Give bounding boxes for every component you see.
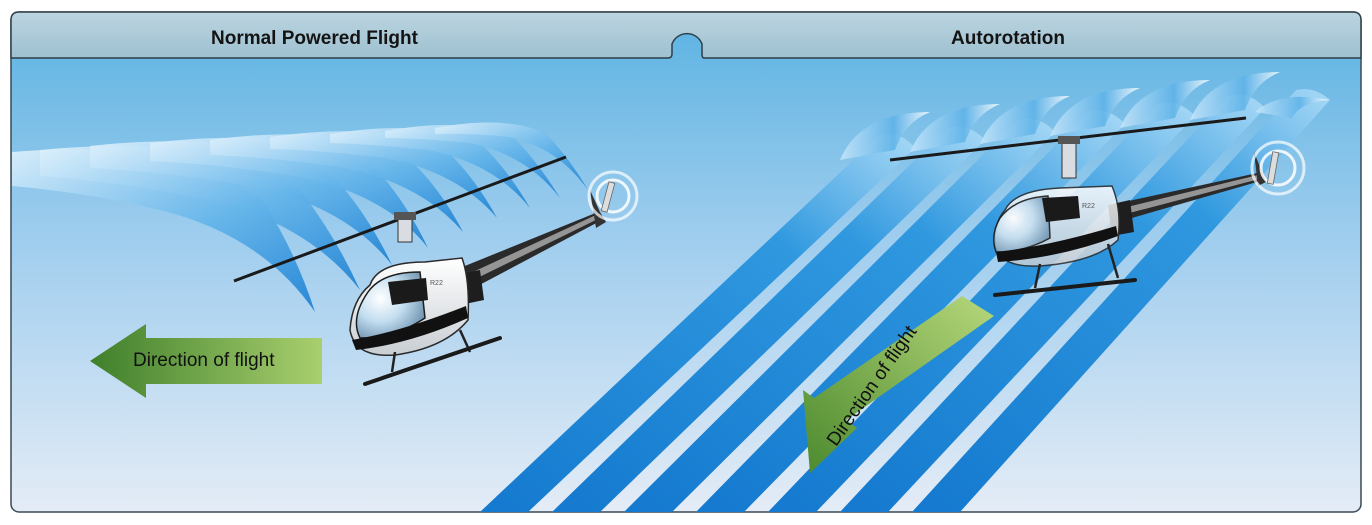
panel-title-autorotation: Autorotation: [951, 28, 1065, 49]
airflow-curl: [910, 104, 1000, 152]
airflow-curl: [1190, 72, 1280, 120]
downwash-blade: [435, 122, 588, 190]
airflow-curl: [1050, 88, 1140, 136]
direction-label-left: Direction of flight: [133, 350, 275, 371]
model-marking-left: R22: [430, 280, 443, 287]
helicopter-left: R22: [233, 155, 639, 386]
airflow-curl: [980, 96, 1070, 144]
airflow-stripe: [552, 126, 985, 512]
tail-rotor-right: [1250, 140, 1306, 196]
airflow-curl: [1255, 96, 1330, 118]
airflow-stripe: [480, 133, 915, 513]
header-band: [10, 11, 1362, 59]
downwash-blade: [385, 124, 560, 198]
model-marking-right: R22: [1082, 203, 1095, 210]
direction-arrow-left: [90, 324, 322, 398]
airflow-curl: [1120, 80, 1210, 128]
panel-title-normal-flight: Normal Powered Flight: [211, 28, 418, 49]
rotor-downwash-left: [12, 122, 588, 312]
airflow-stripe: [624, 118, 1055, 512]
direction-arrow-right: [803, 296, 994, 473]
airflow-curl: [840, 112, 930, 160]
helicopter-right: R22: [889, 116, 1306, 297]
tail-rotor-left: [587, 170, 639, 222]
downwash-blade: [330, 128, 530, 208]
airflow-stripe: [912, 89, 1330, 512]
downwash-blade: [270, 131, 497, 218]
